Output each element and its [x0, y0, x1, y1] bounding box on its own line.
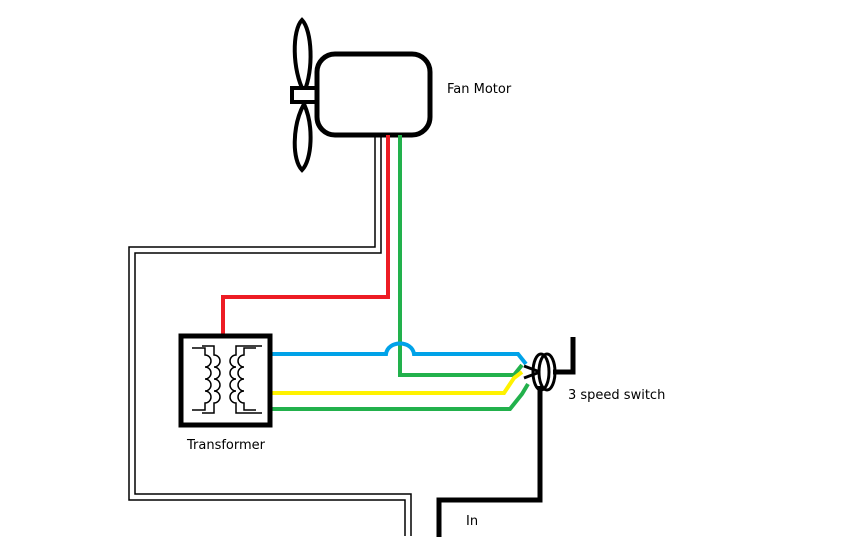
green-wire-motor [398, 135, 524, 377]
fan-shaft [290, 86, 320, 104]
transformer-label: Transformer [187, 438, 266, 453]
neutral-wire [128, 135, 412, 536]
input-label: In [466, 514, 479, 529]
transformer-box [178, 333, 273, 428]
switch-knob-icon [523, 337, 576, 392]
yellow-wire [272, 370, 524, 395]
red-wire [221, 135, 390, 336]
switch-label: 3 speed switch [568, 388, 666, 403]
motor-icon [314, 51, 433, 138]
transformer-coil-icon [192, 345, 262, 414]
fan-blade-icon [292, 17, 313, 173]
fan-motor-label: Fan Motor [447, 82, 512, 97]
blue-wire [272, 341, 528, 366]
green-wire-transformer [272, 382, 530, 411]
input-wire [436, 386, 543, 537]
